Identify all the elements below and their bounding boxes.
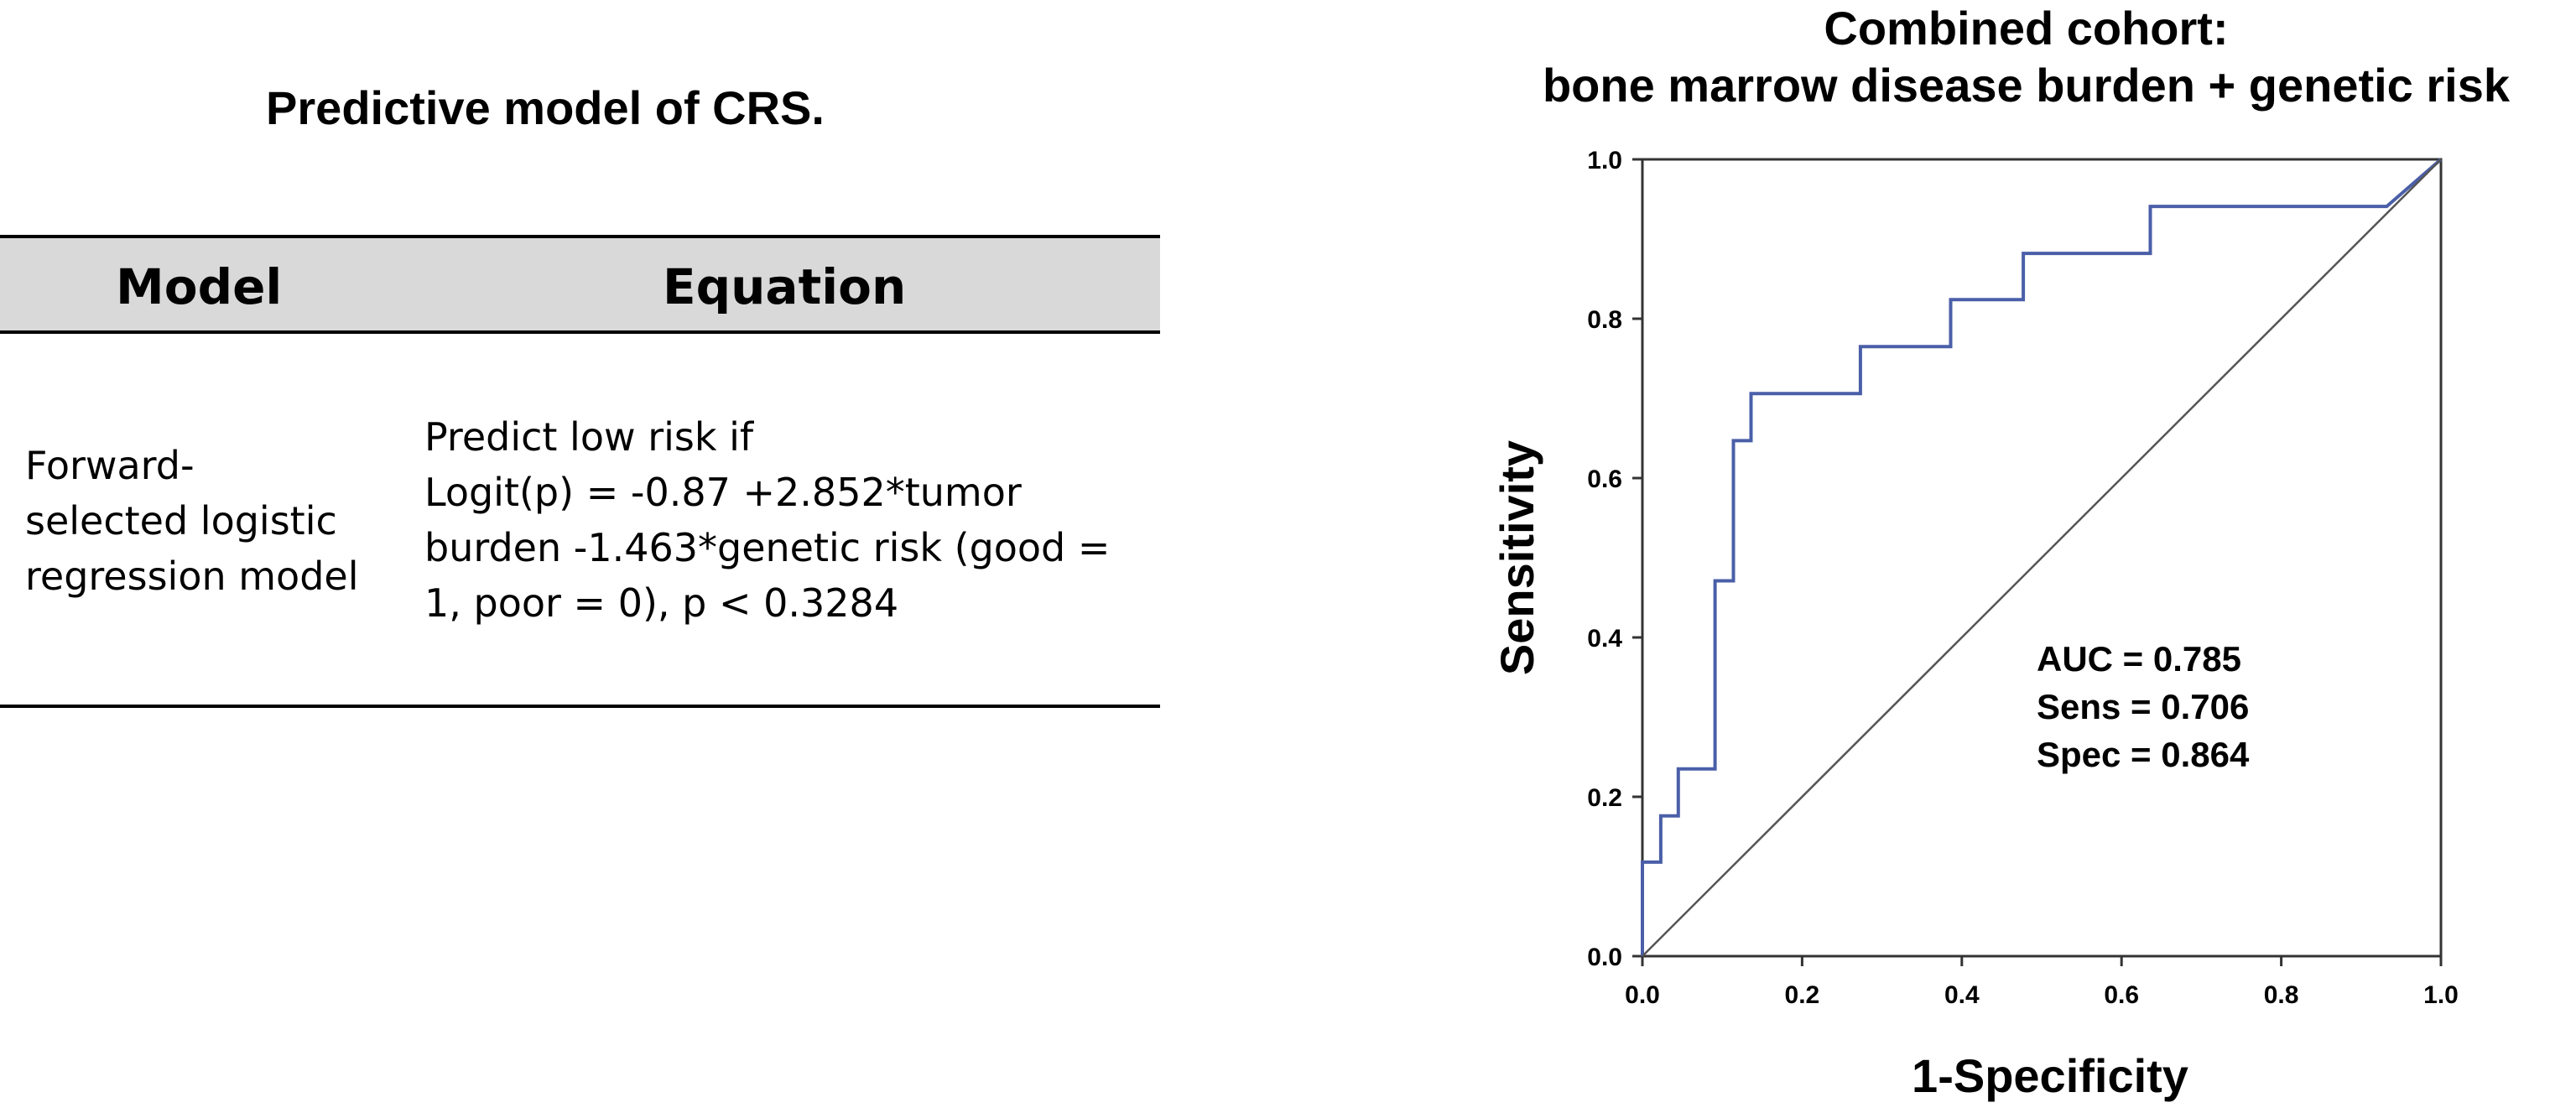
x-tick-label: 0.2 xyxy=(1785,981,1820,1009)
header-model: Model xyxy=(116,258,283,315)
stat-annotation: AUC = 0.785 xyxy=(2037,639,2241,679)
chart-title: Combined cohort:bone marrow disease burd… xyxy=(1476,0,2576,114)
y-tick-label: 0.2 xyxy=(1587,784,1622,812)
y-tick-label: 0.8 xyxy=(1587,306,1622,334)
x-tick-label: 1.0 xyxy=(2423,981,2459,1009)
header-equation: Equation xyxy=(663,258,907,315)
x-axis-label: 1-Specificity xyxy=(1912,1049,2188,1102)
chart-title-line-2: bone marrow disease burden + genetic ris… xyxy=(1542,59,2511,112)
x-tick-label: 0.6 xyxy=(2104,981,2139,1009)
roc-curve xyxy=(1641,158,2443,956)
x-tick-label: 0.0 xyxy=(1625,981,1660,1009)
chart-title-line-1: Combined cohort: xyxy=(1824,2,2229,55)
y-axis-label: Sensitivity xyxy=(1491,440,1543,675)
cell-model: Forward- selected logistic regression mo… xyxy=(25,443,359,599)
y-tick-label: 1.0 xyxy=(1587,147,1622,174)
table-header-row: Model Equation xyxy=(0,238,1160,330)
table-top-rule xyxy=(0,235,1160,238)
table-header-rule xyxy=(0,330,1160,334)
table-title: Predictive model of CRS. xyxy=(266,81,825,134)
plot-frame xyxy=(1641,158,2443,958)
reference-diagonal xyxy=(1642,159,2442,957)
x-tick-label: 0.8 xyxy=(2264,981,2299,1009)
stat-annotation: Sens = 0.706 xyxy=(2037,687,2249,726)
y-tick-label: 0.4 xyxy=(1587,625,1622,653)
stat-annotation: Spec = 0.864 xyxy=(2037,735,2250,774)
y-tick-label: 0.6 xyxy=(1587,465,1622,493)
x-tick-label: 0.4 xyxy=(1944,981,1980,1009)
cell-equation: Predict low risk if Logit(p) = -0.87 +2.… xyxy=(424,414,1111,626)
y-tick-label: 0.0 xyxy=(1587,944,1622,971)
table-bottom-rule xyxy=(0,705,1160,708)
